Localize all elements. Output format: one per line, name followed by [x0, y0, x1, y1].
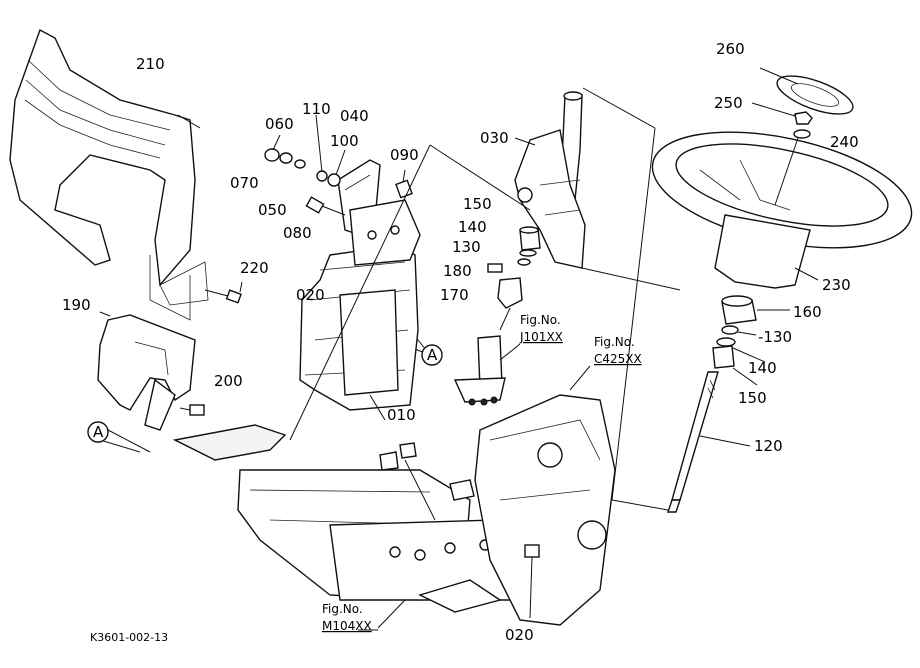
fig-ref-c425-code: C425XX — [594, 352, 642, 366]
callout-060: 060 — [265, 115, 294, 133]
callout-110: 110 — [302, 100, 331, 118]
callout-020-upper: 020 — [296, 286, 325, 304]
callout-240: 240 — [830, 133, 859, 151]
callout-010: 010 — [387, 406, 416, 424]
fig-ref-m104-label: Fig.No. — [322, 602, 363, 616]
part-joint-stack-upper — [453, 226, 541, 406]
callout-a-right: A — [427, 346, 438, 364]
callout-150-upper: 150 — [463, 195, 492, 213]
leader-frame — [289, 87, 681, 511]
callout-180: 180 — [443, 262, 472, 280]
figure-reference-leaders — [358, 343, 591, 631]
fig-ref-m104-code: M104XX — [322, 619, 372, 633]
callout-130-lower: -130 — [758, 328, 792, 346]
callout-070: 070 — [230, 174, 259, 192]
callout-200: 200 — [214, 372, 243, 390]
callout-090: 090 — [390, 146, 419, 164]
callout-150-lower: 150 — [738, 389, 767, 407]
callout-030: 030 — [480, 129, 509, 147]
callout-170: 170 — [440, 286, 469, 304]
callout-100: 100 — [330, 132, 359, 150]
fig-ref-j101-label: Fig.No. — [520, 313, 561, 327]
callout-190: 190 — [62, 296, 91, 314]
callout-020-lower: 020 — [505, 626, 534, 644]
fig-ref-j101-code: J101XX — [519, 330, 563, 344]
callout-140-lower: 140 — [748, 359, 777, 377]
part-210-front-cover — [9, 29, 209, 321]
callout-labels: 210 260 250 240 110 040 060 100 090 030 … — [62, 40, 859, 644]
part-220-bolt — [204, 281, 243, 304]
callout-050: 050 — [258, 201, 287, 219]
part-230-steering-wheel — [651, 131, 913, 289]
part-190-bracket — [97, 311, 196, 431]
reference-circle-a-right — [421, 344, 443, 366]
lower-frame-housing — [172, 394, 616, 626]
fig-ref-c425-label: Fig.No. — [594, 335, 635, 349]
part-090-bolt — [395, 169, 413, 199]
hardware-cluster — [264, 114, 346, 216]
callout-160: 160 — [793, 303, 822, 321]
callout-250: 250 — [714, 94, 743, 112]
reference-circle-a-left — [87, 421, 109, 443]
callout-220: 220 — [240, 259, 269, 277]
callout-080: 080 — [283, 224, 312, 242]
callout-040: 040 — [340, 107, 369, 125]
part-120-steering-shaft — [667, 295, 790, 513]
figure-references: Fig.No. J101XX Fig.No. C425XX Fig.No. M1… — [322, 313, 642, 633]
callout-130-upper: 130 — [452, 238, 481, 256]
callout-140-upper: 140 — [458, 218, 487, 236]
callout-210: 210 — [136, 55, 165, 73]
part-010-column-support — [299, 244, 419, 421]
callout-a-left: A — [93, 423, 104, 441]
callout-260: 260 — [716, 40, 745, 58]
part-260-horn-cap — [759, 67, 854, 115]
callout-120: 120 — [754, 437, 783, 455]
callout-230: 230 — [822, 276, 851, 294]
part-040-plate — [337, 159, 421, 266]
part-030-upper-column — [514, 91, 586, 269]
part-250-nut-240-washer — [751, 102, 813, 139]
diagram-code: K3601-002-13 — [90, 631, 168, 644]
part-200-bolt — [179, 404, 205, 416]
